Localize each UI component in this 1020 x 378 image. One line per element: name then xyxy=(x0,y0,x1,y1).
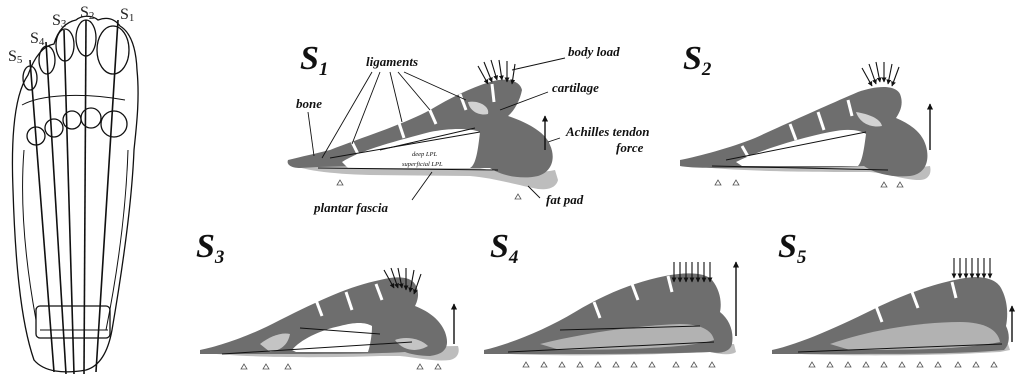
label-superficial-lpl: superficial LPL xyxy=(402,161,443,168)
contact-supports xyxy=(241,364,441,369)
label-ligaments: ligaments xyxy=(366,54,418,70)
contact-supports xyxy=(337,180,521,199)
cut-line-s4 xyxy=(46,42,66,374)
contact-supports xyxy=(809,362,997,367)
label-achilles-force: force xyxy=(616,140,643,156)
label-cartilage: cartilage xyxy=(552,80,599,96)
label-achilles-tendon: Achilles tendon xyxy=(566,124,649,140)
label-bone: bone xyxy=(296,96,322,112)
label-body-load: body load xyxy=(568,44,620,60)
metatarsal-head xyxy=(101,111,127,137)
panel-title-s4: S4 xyxy=(490,228,518,269)
panel-s1-section xyxy=(288,58,565,200)
label-fat-pad: fat pad xyxy=(546,192,583,208)
outline-label-s5: S5 xyxy=(8,48,22,66)
body-load-arrows xyxy=(862,62,899,86)
cut-line-s2 xyxy=(84,20,86,374)
contact-supports xyxy=(715,180,903,187)
outline-label-s2: S2 xyxy=(80,4,94,22)
panel-title-s5: S5 xyxy=(778,228,806,269)
outline-label-s3: S3 xyxy=(52,12,66,30)
panel-title-s2: S2 xyxy=(683,40,711,81)
body-load-arrows xyxy=(954,258,990,278)
outline-label-s1: S1 xyxy=(120,6,134,24)
label-plantar-fascia: plantar fascia xyxy=(314,200,388,216)
foot-inner-contour xyxy=(22,95,128,330)
panel-title-s1: S1 xyxy=(300,40,328,81)
metatarsal-head xyxy=(81,108,101,128)
panel-s5-section xyxy=(772,258,1012,367)
cut-line-s3 xyxy=(64,30,74,374)
toe-big xyxy=(97,26,129,74)
outline-label-s4: S4 xyxy=(30,30,44,48)
label-deep-lpl: deep LPL xyxy=(412,151,437,158)
contact-supports xyxy=(523,362,715,367)
panel-s2-section xyxy=(680,62,931,187)
panel-title-s3: S3 xyxy=(196,228,224,269)
panel-s3-section xyxy=(200,268,459,369)
panel-s4-section xyxy=(484,262,736,367)
metatarsal-head xyxy=(45,119,63,137)
